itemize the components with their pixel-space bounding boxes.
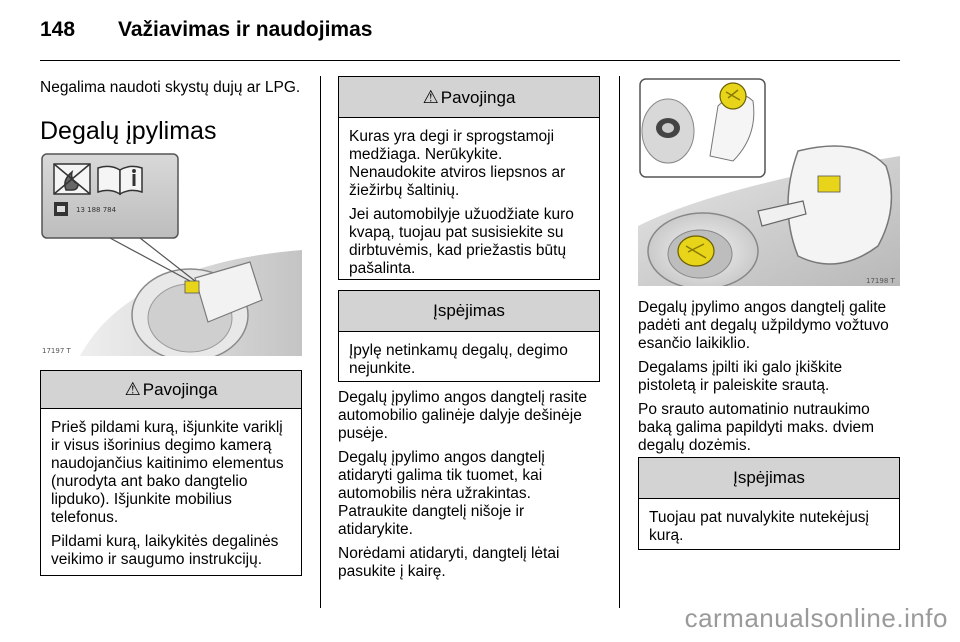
warning-title: Pavojinga <box>142 380 218 399</box>
section-title: Degalų įpylimas <box>40 117 217 145</box>
intro-text: Negalima naudoti skystų dujų ar LPG. <box>40 79 301 96</box>
body-paragraph: Degalų įpylimo angos dangtelį rasite aut… <box>338 389 588 442</box>
body-paragraph: Po srauto automatinio nutraukimo baką ga… <box>638 401 875 454</box>
caution-paragraph: Tuojau pat nuvalykite nutekėjusį kurą. <box>649 509 870 544</box>
warning-paragraph: Pildami kurą, laikykitės degalinės veiki… <box>51 533 279 568</box>
figure-fuel-door-label: 13 188 784 17197 T <box>40 150 302 362</box>
label-code: 13 188 784 <box>76 206 117 214</box>
caution-header: Įspėjimas <box>339 291 599 332</box>
header-rule <box>40 60 900 61</box>
body-paragraph: Degalams įpilti iki galo įkiškite pistol… <box>638 359 843 394</box>
danger-paragraph: Jei automobilyje užuodžiate kuro kvapą, … <box>349 206 574 277</box>
column-divider-1 <box>320 76 321 608</box>
site-watermark: carmanualsonline.info <box>684 603 948 633</box>
danger-paragraph: Kuras yra degi ir sprogstamoji medžiaga.… <box>349 128 566 199</box>
caution-box: Įspėjimas Tuojau pat nuvalykite nutekėju… <box>638 457 900 550</box>
warning-box: ⚠Pavojinga Prieš pildami kurą, išjunkite… <box>40 370 302 576</box>
danger-box: ⚠Pavojinga Kuras yra degi ir sprogstamoj… <box>338 76 600 280</box>
danger-body: Kuras yra degi ir sprogstamoji medžiaga.… <box>339 118 599 286</box>
body-paragraph: Norėdami atidaryti, dangtelį lėtai pasuk… <box>338 545 560 580</box>
body-paragraph: Degalų įpylimo angos dangtelį galite pad… <box>638 299 889 352</box>
caution-body: Įpylę netinkamų degalų, degimo nejunkite… <box>339 332 599 386</box>
fuel-cap-yellow <box>677 235 715 267</box>
warning-triangle-icon: ⚠ <box>422 87 439 107</box>
caution-header: Įspėjimas <box>639 458 899 499</box>
caution-box: Įspėjimas Įpylę netinkamų degalų, degimo… <box>338 290 600 382</box>
caution-paragraph: Įpylę netinkamų degalų, degimo nejunkite… <box>349 342 568 377</box>
column3-body: Degalų įpylimo angos dangtelį galite pad… <box>638 299 900 455</box>
column2-body: Degalų įpylimo angos dangtelį rasite aut… <box>338 389 600 581</box>
caution-title: Įspėjimas <box>733 468 805 487</box>
warning-header: ⚠Pavojinga <box>41 371 301 409</box>
caution-body: Tuojau pat nuvalykite nutekėjusį kurą. <box>639 499 899 553</box>
warning-triangle-icon: ⚠ <box>124 379 141 399</box>
column-divider-2 <box>619 76 620 608</box>
caution-title: Įspėjimas <box>433 301 505 320</box>
warning-paragraph: Prieš pildami kurą, išjunkite variklį ir… <box>51 419 284 526</box>
danger-header: ⚠Pavojinga <box>339 77 599 118</box>
figure-code: 17197 T <box>42 347 71 355</box>
figure-fuel-cap-holder: 17198 T <box>638 76 900 290</box>
manual-book-icon <box>97 165 143 196</box>
warning-body: Prieš pildami kurą, išjunkite variklį ir… <box>41 409 301 577</box>
fuel-door-open <box>787 145 893 265</box>
page-title: Važiavimas ir naudojimas <box>118 18 373 41</box>
figure-code: 17198 T <box>866 277 895 285</box>
no-flame-icon <box>53 163 91 195</box>
page-number: 148 <box>40 18 76 41</box>
danger-title: Pavojinga <box>440 88 516 107</box>
body-paragraph: Degalų įpylimo angos dangtelį atidaryti … <box>338 449 545 538</box>
